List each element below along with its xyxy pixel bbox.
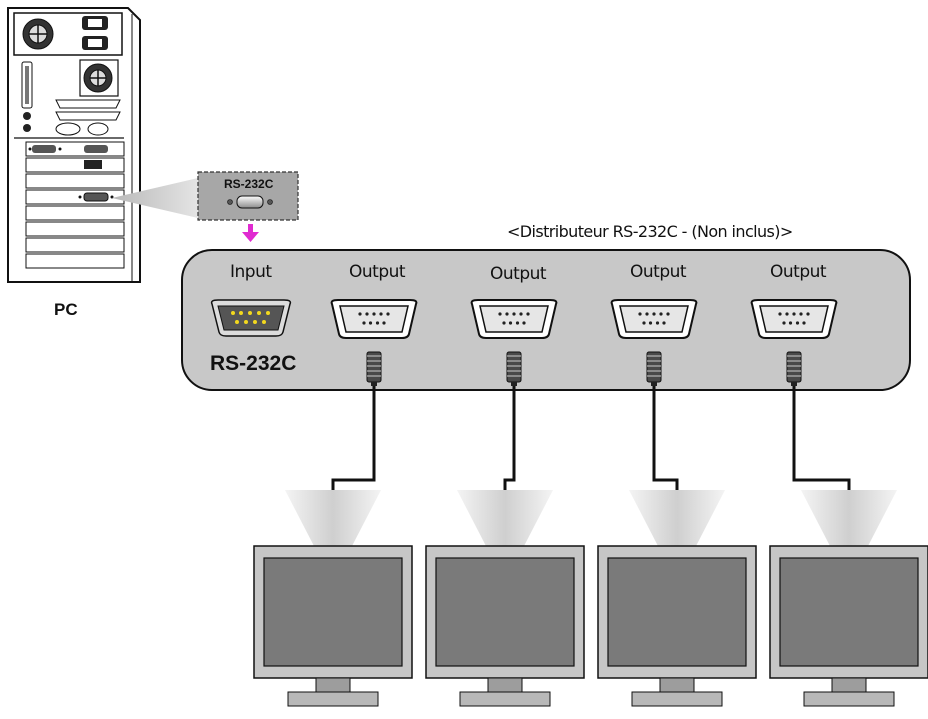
cable-plug-2 xyxy=(506,351,522,386)
rs232-distributor xyxy=(181,249,911,391)
output-label-3: Output xyxy=(630,262,687,282)
io-panel xyxy=(14,61,124,139)
distributor-title: <Distributeur RS-232C - (Non inclus)> xyxy=(507,222,793,241)
output-port-4 xyxy=(750,299,838,386)
output-port-2 xyxy=(470,299,558,386)
monitor-3 xyxy=(597,490,757,707)
output-ports xyxy=(330,299,838,386)
cable-plug-4 xyxy=(786,351,802,386)
expansion-slots xyxy=(25,141,125,269)
pc-label: PC xyxy=(54,300,78,319)
monitor-4 xyxy=(769,490,928,707)
callout-port-label: RS-232C xyxy=(224,177,274,191)
pc-serial-callout xyxy=(112,171,299,221)
cables xyxy=(331,386,851,548)
input-caption: RS-232C xyxy=(210,352,297,375)
connection-arrow xyxy=(242,224,259,242)
output-label-4: Output xyxy=(770,262,827,282)
input-label: Input xyxy=(230,262,272,282)
case-fan xyxy=(79,59,119,97)
output-port-1 xyxy=(330,299,418,386)
output-label-2: Output xyxy=(490,264,547,284)
output-port-3 xyxy=(610,299,698,386)
cable-plug-3 xyxy=(646,351,662,386)
input-port xyxy=(210,299,292,337)
monitor-2 xyxy=(425,490,585,707)
power-supply xyxy=(13,12,123,56)
pc-tower xyxy=(7,7,141,283)
output-label-1: Output xyxy=(349,262,406,282)
monitors xyxy=(253,490,928,707)
monitor-1 xyxy=(253,490,413,707)
cable-plug-1 xyxy=(366,351,382,386)
